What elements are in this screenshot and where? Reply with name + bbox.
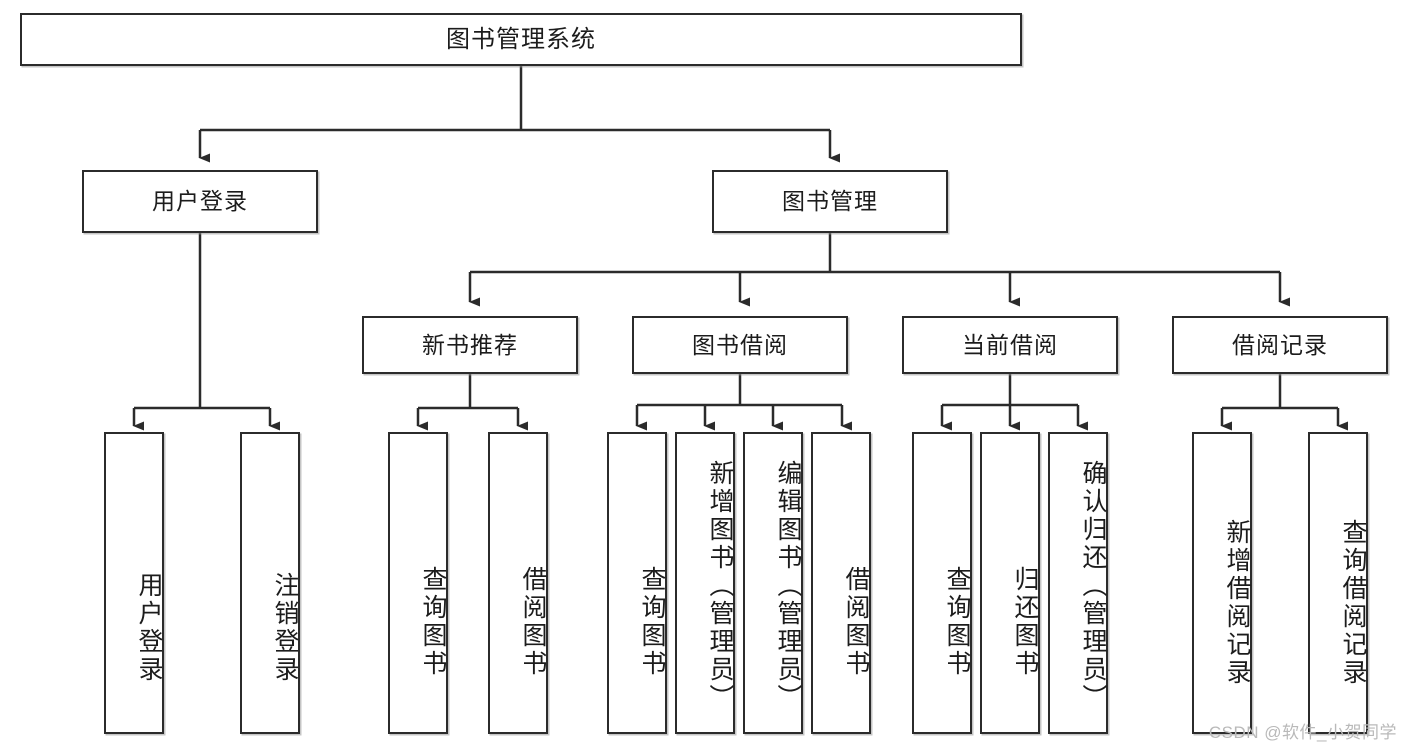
node-label: 借阅图书 — [519, 566, 547, 678]
leaf-borrow-record-query[interactable]: 查询借阅记录 — [1308, 432, 1368, 734]
node-label: 查询图书 — [943, 566, 971, 678]
leaf-user-login-logout[interactable]: 注销登录 — [240, 432, 300, 734]
node-label: 查询图书 — [638, 566, 666, 678]
node-label: 确认归还（管理员） — [1079, 460, 1107, 712]
node-current-borrow[interactable]: 当前借阅 — [902, 316, 1118, 374]
leaf-user-login-login[interactable]: 用户登录 — [104, 432, 164, 734]
node-label: 用户登录 — [152, 188, 248, 215]
leaf-borrow-record-add[interactable]: 新增借阅记录 — [1192, 432, 1252, 734]
node-book-management[interactable]: 图书管理 — [712, 170, 948, 233]
node-user-login[interactable]: 用户登录 — [82, 170, 318, 233]
leaf-book-borrow-edit[interactable]: 编辑图书（管理员） — [743, 432, 803, 734]
node-label: 借阅图书 — [842, 566, 870, 678]
node-label: 注销登录 — [271, 572, 299, 684]
node-new-book-recommend[interactable]: 新书推荐 — [362, 316, 578, 374]
node-label: 新书推荐 — [422, 331, 518, 358]
leaf-current-borrow-confirm[interactable]: 确认归还（管理员） — [1048, 432, 1108, 734]
leaf-book-borrow-add[interactable]: 新增图书（管理员） — [675, 432, 735, 734]
node-label: 当前借阅 — [962, 331, 1058, 358]
leaf-current-borrow-query[interactable]: 查询图书 — [912, 432, 972, 734]
node-label: 图书借阅 — [692, 331, 788, 358]
node-borrow-record[interactable]: 借阅记录 — [1172, 316, 1388, 374]
leaf-current-borrow-return[interactable]: 归还图书 — [980, 432, 1040, 734]
leaf-book-borrow-query[interactable]: 查询图书 — [607, 432, 667, 734]
node-book-borrow[interactable]: 图书借阅 — [632, 316, 848, 374]
leaf-book-borrow-borrow[interactable]: 借阅图书 — [811, 432, 871, 734]
node-label: 用户登录 — [135, 572, 163, 684]
leaf-new-book-query[interactable]: 查询图书 — [388, 432, 448, 734]
leaf-new-book-borrow[interactable]: 借阅图书 — [488, 432, 548, 734]
node-label: 查询借阅记录 — [1339, 519, 1367, 687]
node-label: 借阅记录 — [1232, 331, 1328, 358]
node-label: 归还图书 — [1011, 566, 1039, 678]
node-root-system[interactable]: 图书管理系统 — [20, 13, 1022, 66]
node-label: 新增借阅记录 — [1223, 519, 1251, 687]
node-label: 编辑图书（管理员） — [774, 460, 802, 712]
node-label: 图书管理系统 — [446, 25, 596, 53]
node-label: 新增图书（管理员） — [706, 460, 734, 712]
node-label: 图书管理 — [782, 188, 878, 215]
node-label: 查询图书 — [419, 566, 447, 678]
